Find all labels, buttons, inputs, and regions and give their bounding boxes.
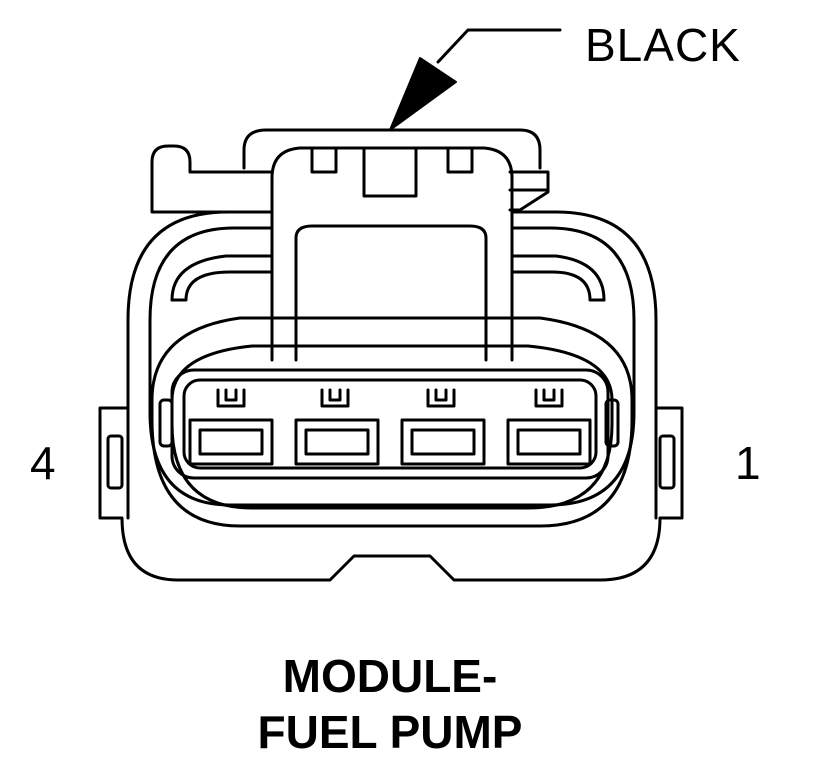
side-latch-right bbox=[654, 406, 676, 520]
connector-caption: MODULE- FUEL PUMP bbox=[0, 648, 780, 760]
wire-color-label: BLACK bbox=[585, 19, 741, 71]
right-lock-tab bbox=[508, 170, 550, 212]
caption-line-2: FUEL PUMP bbox=[257, 706, 523, 758]
cavity-3 bbox=[294, 388, 380, 466]
caption-line-1: MODULE- bbox=[282, 650, 498, 702]
right-arc bbox=[510, 254, 606, 302]
inner-housing bbox=[148, 226, 636, 507]
center-lock-housing bbox=[242, 128, 542, 362]
mating-face-lip bbox=[170, 344, 614, 510]
pin-4-label: 4 bbox=[30, 437, 56, 489]
side-latch-left bbox=[106, 406, 130, 520]
cavity-1 bbox=[506, 388, 592, 466]
left-lock-tab bbox=[150, 144, 274, 214]
cavity-block bbox=[170, 368, 610, 480]
left-arc bbox=[170, 254, 274, 302]
cavity-2 bbox=[400, 388, 486, 466]
cavity-4 bbox=[188, 388, 274, 466]
outer-housing bbox=[98, 210, 684, 582]
terminal-cavities bbox=[188, 388, 592, 466]
mating-face-outer bbox=[150, 316, 634, 528]
leader-arrow bbox=[389, 28, 562, 131]
pin-1-label: 1 bbox=[735, 437, 761, 489]
